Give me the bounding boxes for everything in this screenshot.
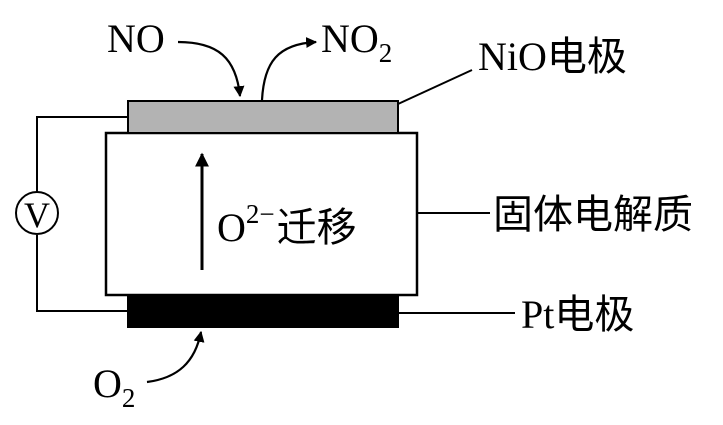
nio-electrode-plate: [127, 100, 399, 134]
pt-electrode-plate: [127, 294, 399, 328]
no-reactant-label: NO: [107, 16, 165, 61]
circuit-wire-bottom: [36, 235, 128, 312]
nio-label-leader: [397, 69, 473, 105]
voltmeter-icon: [15, 191, 59, 235]
solid-electrolyte-block: [104, 131, 419, 297]
electrolyte-label: 固体电解质: [493, 192, 693, 237]
no2-outflow-arrow: [260, 37, 318, 101]
no2-product-label: NO2: [321, 16, 392, 68]
no-inflow-arrow: [177, 40, 245, 98]
pt-electrode-label: Pt电极: [521, 292, 634, 337]
voltmeter-symbol: V: [24, 195, 50, 235]
o2-inflow-arrow: [146, 330, 205, 384]
nio-electrode-label: NiO电极: [478, 34, 627, 79]
circuit-wire-top: [36, 116, 128, 192]
ion-migration-label: O2−迁移: [217, 199, 357, 250]
o2-reactant-label: O2: [93, 361, 135, 413]
